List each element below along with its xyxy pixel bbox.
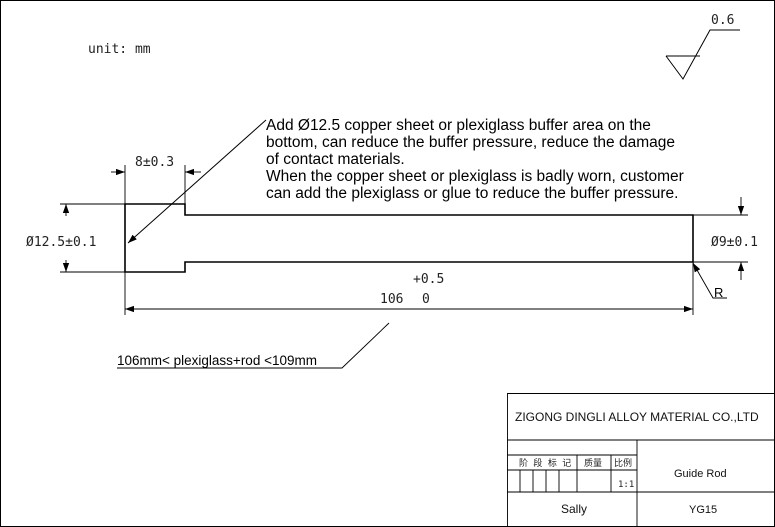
material: YG15 — [689, 504, 717, 516]
surface-roughness-value: 0.6 — [711, 13, 734, 28]
total-length-dimension — [125, 262, 693, 315]
surface-roughness-symbol — [666, 30, 740, 79]
rod-diameter-dimension — [693, 197, 748, 280]
total-length-label: 106 — [380, 292, 403, 307]
note-line-2: bottom, can reduce the buffer pressure, … — [266, 134, 675, 151]
buffer-note: Add Ø12.5 copper sheet or plexiglass buf… — [266, 117, 688, 202]
drawn-by: Sally — [561, 502, 587, 516]
unit-label: unit: mm — [88, 42, 151, 57]
rod-diameter-label: Ø9±0.1 — [711, 235, 758, 250]
note-leader-line — [128, 120, 266, 243]
weight-label: 质量 — [584, 457, 602, 469]
assembly-note: 106mm< plexiglass+rod <109mm — [117, 353, 317, 368]
total-length-tol-lower: 0 — [422, 292, 430, 307]
guide-rod-outline — [125, 204, 693, 272]
part-name: Guide Rod — [674, 468, 727, 480]
note-line-5: can add the plexiglass or glue to reduce… — [266, 185, 678, 202]
head-length-label: 8±0.3 — [135, 155, 174, 170]
radius-label: R — [714, 285, 723, 300]
company-name: ZIGONG DINGLI ALLOY MATERIAL CO.,LTD — [515, 410, 759, 424]
radius-leader — [693, 263, 727, 298]
scale-value: 1:1 — [618, 480, 634, 490]
note-line-3: of contact materials. — [266, 151, 405, 168]
assembly-note-underline — [117, 323, 389, 368]
total-length-tol-upper: +0.5 — [413, 272, 444, 287]
note-line-4: When the copper sheet or plexiglass is b… — [266, 168, 684, 185]
scale-label: 比例 — [614, 457, 632, 469]
head-diameter-label: Ø12.5±0.1 — [26, 235, 96, 250]
stage-label: 阶 段 标 记 — [519, 457, 571, 469]
head-length-dimension — [111, 165, 201, 204]
note-line-1: Add Ø12.5 copper sheet or plexiglass buf… — [266, 117, 651, 134]
head-diameter-dimension — [60, 204, 125, 272]
